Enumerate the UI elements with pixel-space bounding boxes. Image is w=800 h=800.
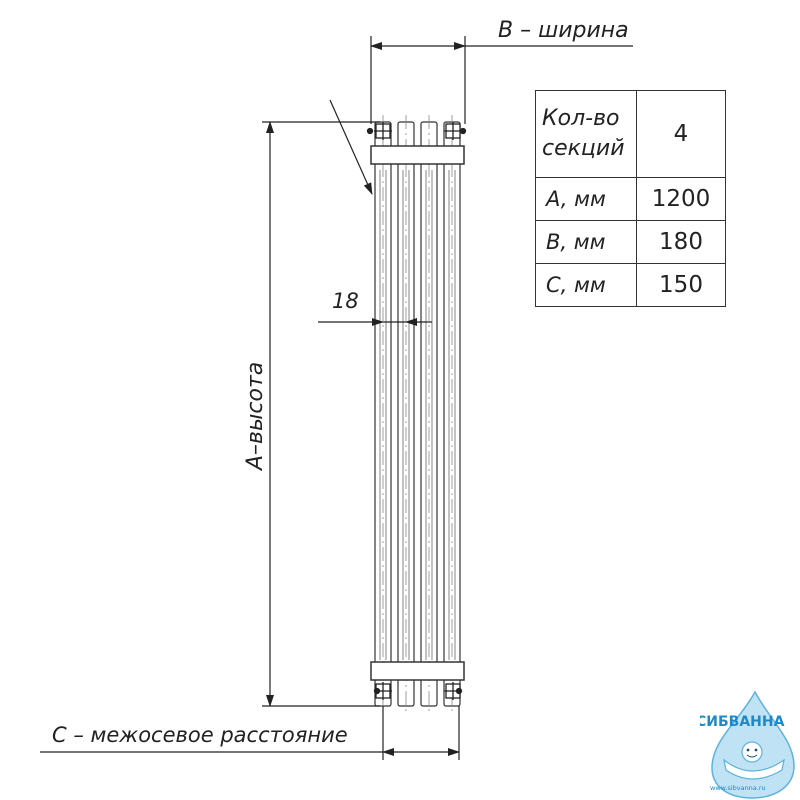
distance-dimension: [40, 706, 460, 760]
brand-name: СИБВАННА: [700, 714, 785, 730]
spec-row-a: A, мм 1200: [535, 177, 726, 221]
height-label: A–высота: [243, 362, 268, 472]
spec-label: C, мм: [535, 263, 637, 307]
spec-value: 1200: [636, 177, 726, 221]
tube-centerlines: [382, 115, 453, 712]
spec-value: 4: [636, 90, 726, 178]
spec-row-c: C, мм 150: [535, 263, 726, 307]
connection-fittings: [366, 122, 467, 700]
tube-dimension-label: 18: [332, 289, 359, 313]
spec-label: Кол-во секций: [535, 90, 637, 178]
spec-table: Кол-во секций 4 A, мм 1200 B, мм 180 C, …: [535, 90, 726, 307]
spec-label: B, мм: [535, 220, 637, 264]
spec-value: 180: [636, 220, 726, 264]
bathtub-icon: [723, 758, 785, 780]
tube-inner-lines: [379, 170, 456, 660]
top-collector: [370, 145, 465, 165]
spec-row-sections: Кол-во секций 4: [535, 90, 726, 178]
sibvanna-logo: СИБВАННА www.sibvanna.ru: [700, 690, 795, 799]
brand-url: www.sibvanna.ru: [710, 784, 766, 792]
width-dimension: [370, 36, 633, 124]
mascot-face-icon: [741, 741, 763, 763]
spec-row-b: B, мм 180: [535, 220, 726, 264]
spec-label: A, мм: [535, 177, 637, 221]
distance-label: C – межосевое расстояние: [52, 723, 348, 747]
width-label: B – ширина: [498, 18, 629, 43]
spec-value: 150: [636, 263, 726, 307]
radiator-tubes: [374, 121, 461, 707]
height-dimension: [262, 121, 380, 707]
collectors: [370, 145, 465, 681]
bottom-collector: [370, 661, 465, 681]
leader-line: [329, 99, 373, 195]
